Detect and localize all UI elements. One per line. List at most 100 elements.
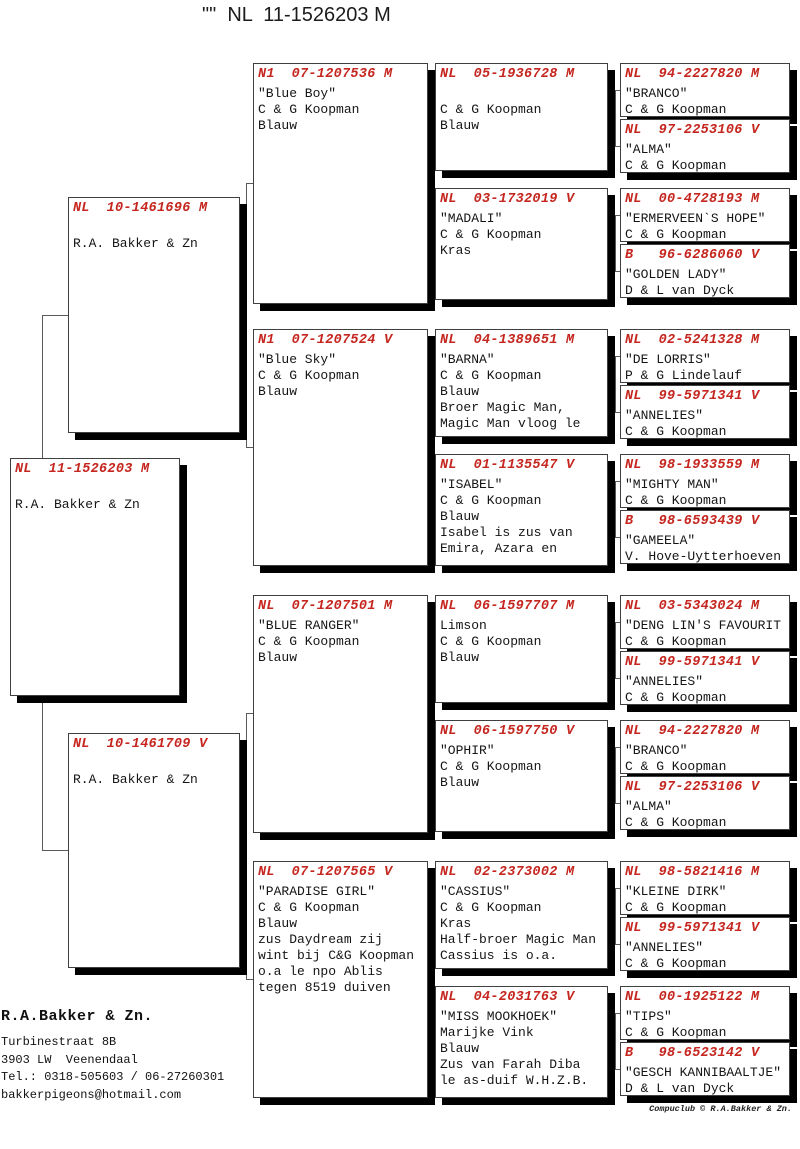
box-body-text: "MIGHTY MAN" C & G Koopman (625, 477, 727, 508)
ring-number: B 96-6286060 V (625, 248, 760, 263)
connector-line (430, 244, 436, 245)
ring-number: NL 99-5971341 V (625, 921, 760, 936)
pedigree-box-g5_5: NL 02-5241328 M"DE LORRIS" P & G Lindela… (620, 329, 790, 383)
ring-number: NL 94-2227820 M (625, 67, 760, 82)
connector-line (615, 215, 621, 216)
box-body-text: "BRANCO" C & G Koopman (625, 743, 727, 774)
box-body-text: R.A. Bakker & Zn (73, 236, 198, 251)
connector-line (615, 888, 616, 945)
ring-number: NL 97-2253106 V (625, 780, 760, 795)
pedigree-box-dam: NL 10-1461709 V R.A. Bakker & Zn (68, 733, 240, 968)
pedigree-box-g4_2: NL 03-1732019 V"MADALI" C & G Koopman Kr… (435, 188, 608, 300)
connector-line (430, 1042, 436, 1043)
ring-number: B 98-6523142 V (625, 1046, 760, 1061)
pedigree-box-g5_4: B 96-6286060 V "GOLDEN LADY" D & L van Dy… (620, 244, 790, 298)
ring-number: NL 06-1597750 V (440, 724, 575, 739)
pedigree-box-g5_7: NL 98-1933559 M "MIGHTY MAN" C & G Koopma… (620, 454, 790, 508)
box-body-text: "BARNA" C & G Koopman Blauw Broer Magic … (440, 352, 581, 431)
connector-line (246, 979, 254, 980)
connector-line (615, 678, 621, 679)
ring-number: NL 99-5971341 V (625, 389, 760, 404)
ring-number: NL 06-1597707 M (440, 599, 575, 614)
pedigree-box-g5_14: NL 99-5971341 V "ANNELIES" C & G Koopman (620, 917, 790, 971)
box-body-text: "CASSIUS" C & G Koopman Kras Half-broer … (440, 884, 597, 963)
box-body-text: "BLUE RANGER" C & G Koopman Blauw (258, 618, 360, 665)
pedigree-box-g5_11: NL 94-2227820 M "BRANCO" C & G Koopman (620, 720, 790, 774)
box-body-text: "GOLDEN LADY" D & L van Dyck (625, 267, 735, 298)
connector-line (246, 713, 254, 714)
pedigree-box-g5_10: NL 99-5971341 V"ANNELIES" C & G Koopman (620, 651, 790, 705)
ring-number: NL 98-1933559 M (625, 458, 760, 473)
ring-number: NL 00-1925122 M (625, 990, 760, 1005)
box-body-text: "ERMERVEEN`S HOPE" C & G Koopman (625, 211, 766, 242)
box-body-text: "Blue Boy" C & G Koopman Blauw (258, 86, 360, 133)
box-body-text: "GESCH KANNIBAALTJE" D & L van Dyck (625, 1065, 782, 1096)
connector-line (430, 649, 436, 650)
connector-line (615, 803, 621, 804)
connector-line (246, 183, 247, 448)
connector-line (615, 1013, 616, 1070)
ring-number: NL 97-2253106 V (625, 123, 760, 138)
pedigree-box-g3d: NL 07-1207565 V"PARADISE GIRL" C & G Koo… (253, 861, 428, 1098)
connector-line (246, 713, 247, 980)
pedigree-box-g4_3: NL 04-1389651 M "BARNA" C & G Koopman Bla… (435, 329, 608, 437)
box-body-text: "ANNELIES" C & G Koopman (625, 940, 727, 971)
connector-line (615, 481, 621, 482)
connector-line (615, 481, 616, 538)
ring-number: N1 07-1207524 V (258, 333, 393, 348)
pedigree-box-g4_1: NL 05-1936728 M C & G Koopman Blauw (435, 63, 608, 171)
box-body-text: "MISS MOOKHOEK" Marijke Vink Blauw Zus v… (440, 1009, 589, 1088)
pedigree-box-subject: NL 11-1526203 M R.A. Bakker & Zn (10, 458, 180, 696)
connector-line (615, 537, 621, 538)
box-body-text: "ISABEL" C & G Koopman Blauw Isabel is z… (440, 477, 573, 556)
connector-line (430, 383, 436, 384)
ring-number: NL 07-1207565 V (258, 865, 393, 880)
footer-owner-name: R.A.Bakker & Zn. (1, 1008, 154, 1025)
connector-line (615, 622, 621, 623)
connector-line (430, 649, 431, 777)
box-body-text: "OPHIR" C & G Koopman Blauw (440, 743, 542, 790)
connector-line (615, 146, 621, 147)
ring-number: B 98-6593439 V (625, 514, 760, 529)
connector-line (615, 90, 621, 91)
ring-number: NL 01-1135547 V (440, 458, 575, 473)
ring-number: NL 02-2373002 M (440, 865, 575, 880)
box-body-text: "DE LORRIS" P & G Lindelauf (625, 352, 743, 383)
pedigree-box-g5_13: NL 98-5821416 M"KLEINE DIRK" C & G Koopm… (620, 861, 790, 915)
box-body-text: "ANNELIES" C & G Koopman (625, 408, 727, 439)
connector-line (615, 215, 616, 272)
connector-line (430, 117, 436, 118)
pedigree-box-g3a: N1 07-1207536 M"Blue Boy" C & G Koopman … (253, 63, 428, 304)
connector-line (615, 90, 616, 147)
connector-line (430, 383, 431, 511)
pedigree-box-g4_6: NL 06-1597750 V "OPHIR" C & G Koopman Bla… (435, 720, 608, 832)
pedigree-box-g5_16: B 98-6523142 V "GESCH KANNIBAALTJE" D & L… (620, 1042, 790, 1096)
box-body-text: "DENG LIN'S FAVOURIT C & G Koopman (625, 618, 782, 649)
box-body-text: "MADALI" C & G Koopman Kras (440, 211, 542, 258)
ring-number: NL 11-1526203 M (15, 462, 150, 477)
pedigree-box-sire: NL 10-1461696 M R.A. Bakker & Zn (68, 197, 240, 433)
connector-line (430, 117, 431, 245)
ring-number: NL 00-4728193 M (625, 192, 760, 207)
ring-number: NL 05-1936728 M (440, 67, 575, 82)
connector-line (615, 356, 621, 357)
connector-line (615, 1069, 621, 1070)
box-body-text: R.A. Bakker & Zn (15, 497, 140, 512)
pedigree-box-g4_8: NL 04-2031763 V "MISS MOOKHOEK" Marijke V… (435, 986, 608, 1098)
box-body-text: R.A. Bakker & Zn (73, 772, 198, 787)
box-body-text: "KLEINE DIRK" C & G Koopman (625, 884, 727, 915)
ring-number: NL 04-2031763 V (440, 990, 575, 1005)
connector-line (615, 622, 616, 679)
connector-line (42, 315, 68, 316)
connector-line (430, 915, 431, 1043)
box-body-text: "TIPS" C & G Koopman (625, 1009, 727, 1040)
ring-number: NL 04-1389651 M (440, 333, 575, 348)
footer-address-line: 3903 LW Veenendaal (1, 1052, 138, 1067)
connector-line (246, 447, 254, 448)
box-body-text: C & G Koopman Blauw (440, 102, 542, 133)
ring-number: NL 07-1207501 M (258, 599, 393, 614)
ring-number: NL 94-2227820 M (625, 724, 760, 739)
connector-line (430, 510, 436, 511)
pedigree-box-g3b: N1 07-1207524 V"Blue Sky" C & G Koopman … (253, 329, 428, 566)
